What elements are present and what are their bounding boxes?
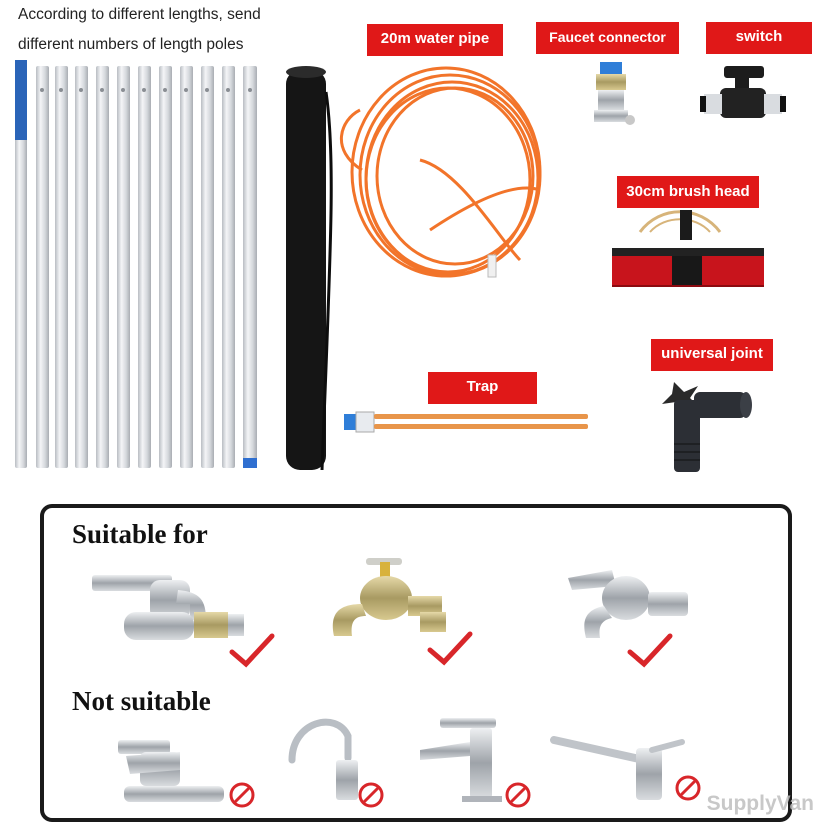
not-suitable-faucet-1 bbox=[118, 740, 224, 802]
universal-joint bbox=[662, 382, 752, 472]
not-suitable-heading: Not suitable bbox=[72, 686, 211, 716]
universal-joint-label: universal joint bbox=[651, 339, 773, 371]
note-line-2: different numbers of length poles bbox=[18, 36, 244, 53]
trap-label: Trap bbox=[428, 372, 537, 404]
faucet-connector-label: Faucet connector bbox=[536, 22, 679, 54]
water-hose-coil bbox=[340, 66, 542, 278]
note-line-1: According to different lengths, send bbox=[18, 6, 261, 23]
suitable-faucet-3 bbox=[568, 570, 688, 638]
check-mark-icon bbox=[427, 631, 473, 666]
not-suitable-faucet-2 bbox=[288, 718, 358, 800]
not-suitable-faucet-3 bbox=[420, 718, 502, 802]
prohibited-icon bbox=[358, 782, 384, 808]
switch-valve bbox=[700, 66, 786, 118]
suitable-faucet-2 bbox=[332, 558, 446, 636]
water-pipe-label: 20m water pipe bbox=[367, 24, 503, 56]
check-mark-icon bbox=[229, 633, 275, 668]
brush-head bbox=[612, 210, 764, 287]
suitable-heading: Suitable for bbox=[72, 519, 208, 549]
prohibited-icon bbox=[675, 775, 701, 801]
carry-bag bbox=[286, 66, 333, 471]
prohibited-icon bbox=[229, 782, 255, 808]
brush-head-label: 30cm brush head bbox=[617, 176, 759, 208]
length-poles bbox=[15, 60, 257, 468]
suitable-faucet-1 bbox=[92, 575, 244, 640]
not-suitable-faucet-4 bbox=[550, 736, 685, 800]
check-mark-icon bbox=[627, 633, 673, 668]
prohibited-icon bbox=[505, 782, 531, 808]
trap-rods bbox=[344, 411, 588, 433]
product-note: According to different lengths, send dif… bbox=[18, 0, 338, 60]
faucet-connector bbox=[594, 62, 635, 125]
watermark: SupplyVan bbox=[706, 792, 814, 815]
switch-label: switch bbox=[706, 22, 812, 54]
